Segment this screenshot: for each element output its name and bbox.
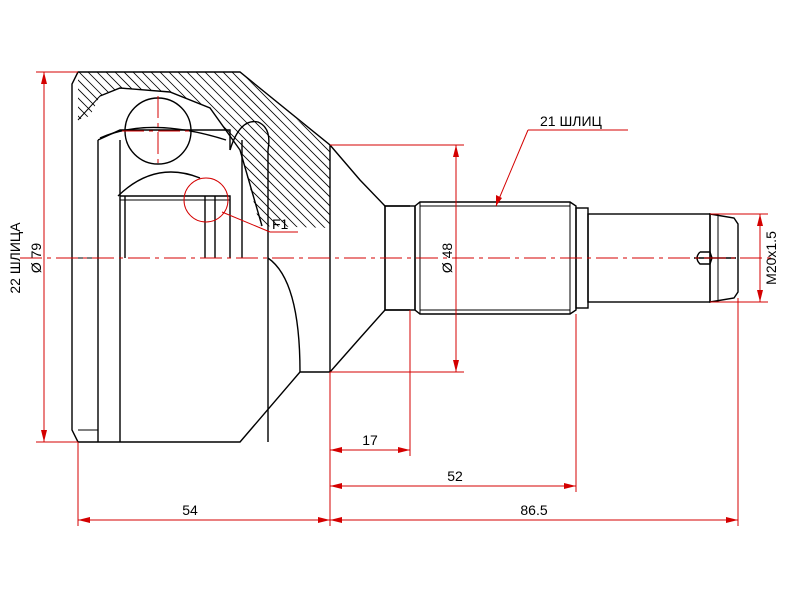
hatch-line [0,60,49,240]
stem-total-length-label: 86.5 [520,502,547,518]
hatch-line [0,60,40,240]
hatch-line [445,60,625,240]
dim-17: 17 [330,432,410,453]
stem-to-spline-label: 52 [447,468,463,484]
dim-52: 52 [330,468,576,489]
dim-54: 54 [78,502,330,523]
hatch-line [78,72,95,228]
hatch-line [364,60,544,240]
hatch-line [174,72,330,228]
hatch-line [409,60,589,240]
hatch-line [0,60,67,240]
hatch-line [418,60,598,240]
hatch-line [454,60,634,240]
hatch-line [346,60,526,240]
stem-diameter-label: Ø 48 [439,243,455,274]
hatch-line [78,72,176,228]
spline-leader-line [495,129,529,207]
hatch-line [427,60,607,240]
hatch-line [382,60,562,240]
hatch-line [192,72,330,228]
detail-leader-f1 [221,211,271,233]
joint-housing [0,60,634,443]
hatch-line [78,72,104,228]
hatch-line [0,60,58,240]
thread-spec-label: M20x1.5 [763,231,779,285]
hatch-line [165,72,330,228]
hatch-line [78,72,149,228]
hatch-line [183,72,330,228]
dim-86-5: 86.5 [330,502,738,523]
hatch-line [337,60,517,240]
section-hatching [0,60,634,240]
outer-diameter-label: Ø 79 [28,243,44,274]
detail-marker-label: F1 [272,216,289,232]
inner-splines-label: 22 ШЛИЦА [7,222,23,294]
hatch-line [0,60,76,240]
hatch-line [228,72,330,228]
hatch-line [78,72,113,228]
hatch-line [373,60,553,240]
hatch-line [156,72,330,228]
housing-length-label: 54 [182,502,198,518]
hatch-line [327,72,330,228]
detail-circle-f1 [183,177,229,223]
hatch-line [400,60,580,240]
hatch-line [391,60,571,240]
flange-to-spline-label: 17 [362,432,378,448]
hatch-line [78,72,140,228]
hatch-line [78,72,158,228]
hatch-line [436,60,616,240]
hatch-line [219,72,330,228]
hatch-line [210,72,330,228]
hatch-line [78,72,131,228]
hatch-line [318,72,330,228]
hatch-line [201,72,330,228]
outer-splines-label: 21 ШЛИЦ [540,113,603,129]
hatch-line [78,72,167,228]
hatch-line [355,60,535,240]
hatch-line [309,72,330,228]
